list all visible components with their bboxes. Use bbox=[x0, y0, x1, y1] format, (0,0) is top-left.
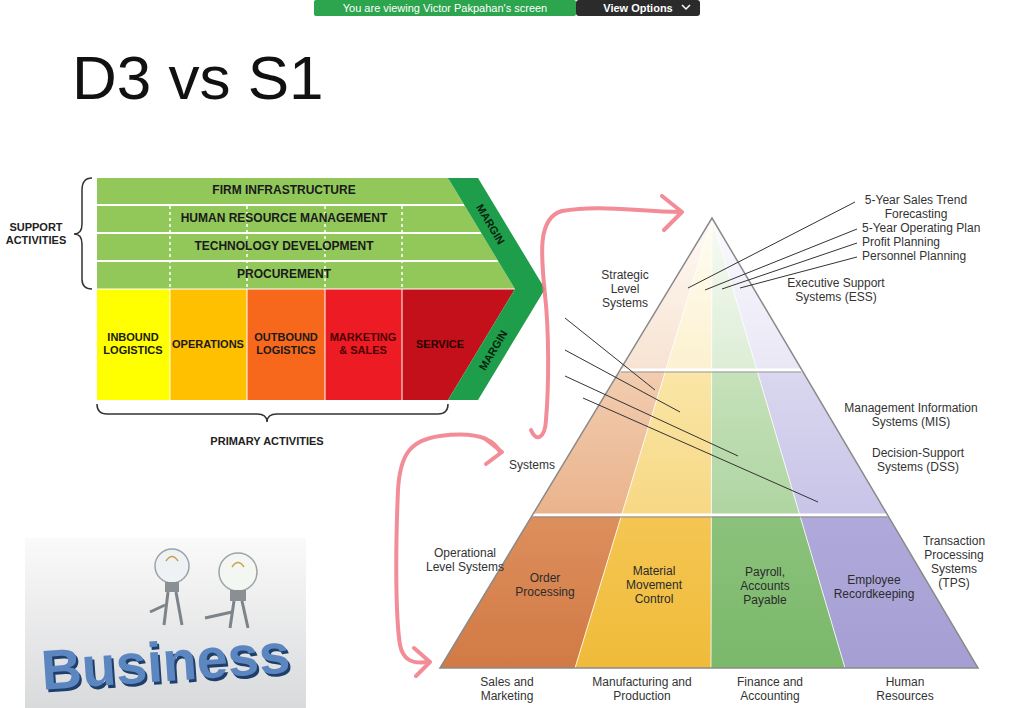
support-activity-band: PROCUREMENT bbox=[119, 268, 449, 282]
leader-lines bbox=[565, 202, 857, 502]
pyramid bbox=[440, 218, 978, 668]
node-text: SERVICE bbox=[409, 338, 471, 351]
margin-label: MARGIN bbox=[476, 328, 510, 373]
node-text: Employee Recordkeeping bbox=[826, 574, 922, 602]
pyramid-outline bbox=[440, 218, 978, 668]
pyramid-cell: Employee Recordkeeping bbox=[826, 574, 922, 602]
primary-fill bbox=[325, 289, 402, 400]
node-text: MARKETING & SALES bbox=[326, 331, 400, 356]
robot-limbs bbox=[150, 592, 182, 625]
support-activity-band: TECHNOLOGY DEVELOPMENT bbox=[119, 240, 449, 254]
bracket-label: SUPPORT ACTIVITIES bbox=[3, 221, 69, 246]
node-text: Payroll, Accounts Payable bbox=[724, 566, 806, 607]
pyramid-cell: Payroll, Accounts Payable bbox=[724, 566, 806, 607]
share-notice: You are viewing Victor Pakpahan's screen bbox=[343, 2, 548, 15]
function-label: Human Resources bbox=[865, 676, 945, 704]
bulb-base bbox=[165, 582, 179, 592]
node-text: TECHNOLOGY DEVELOPMENT bbox=[119, 240, 449, 254]
pyramid-cell: Order Processing bbox=[504, 572, 586, 600]
callout-text: 5-Year Operating Plan bbox=[862, 222, 980, 236]
bulb-base bbox=[230, 590, 246, 601]
function-label: Sales and Marketing bbox=[457, 676, 557, 704]
filament bbox=[166, 557, 244, 568]
business-picture bbox=[25, 538, 306, 708]
primary-activity-box: MARKETING & SALES bbox=[326, 331, 400, 356]
band-separator bbox=[97, 232, 482, 234]
callout-text: Personnel Planning bbox=[862, 250, 966, 264]
node-text: FIRM INFRASTRUCTURE bbox=[119, 184, 449, 198]
margin-label: MARGIN bbox=[473, 202, 507, 247]
margin-chevron bbox=[448, 178, 545, 400]
primary-activity-box: INBOUND LOGISTICS bbox=[98, 331, 168, 356]
callout-text: Profit Planning bbox=[862, 236, 940, 250]
level-label: Operational Level Systems bbox=[425, 547, 505, 575]
primary-fill bbox=[97, 289, 170, 400]
support-bracket bbox=[74, 178, 92, 289]
light-bulb bbox=[219, 553, 257, 591]
callout-text: 5-Year Sales Trend Forecasting bbox=[859, 194, 973, 222]
level-line bbox=[532, 514, 888, 517]
menu-button: View Options bbox=[603, 2, 672, 15]
band-separator bbox=[97, 204, 465, 206]
level-line bbox=[620, 369, 802, 372]
node-text: PROCUREMENT bbox=[119, 268, 449, 282]
node-text: OPERATIONS bbox=[171, 338, 246, 351]
function-label: Finance and Accounting bbox=[720, 676, 820, 704]
picture-ground bbox=[25, 538, 306, 708]
band-separator bbox=[97, 260, 499, 262]
share-bar bbox=[314, 0, 576, 16]
dropdown-chevron bbox=[682, 5, 690, 9]
system-label: Transaction Processing Systems (TPS) bbox=[919, 535, 989, 590]
slide-title: D3 vs S1 bbox=[72, 44, 324, 112]
primary-bracket bbox=[97, 404, 448, 422]
value-chain bbox=[97, 178, 545, 400]
light-bulb bbox=[155, 549, 189, 583]
level-label: Systems bbox=[509, 459, 555, 473]
primary-activity-box: SERVICE bbox=[409, 338, 471, 351]
bracket-label: PRIMARY ACTIVITIES bbox=[210, 435, 323, 448]
function-label: Manufacturing and Production bbox=[592, 676, 692, 704]
primary-fill bbox=[247, 289, 325, 400]
node-text: Material Movement Control bbox=[613, 565, 695, 606]
node-text: INBOUND LOGISTICS bbox=[98, 331, 168, 356]
node-text: HUMAN RESOURCE MANAGEMENT bbox=[119, 212, 449, 226]
support-activity-band: HUMAN RESOURCE MANAGEMENT bbox=[119, 212, 449, 226]
system-label: Executive Support Systems (ESS) bbox=[766, 277, 906, 305]
primary-activity-box: OUTBOUND LOGISTICS bbox=[249, 331, 323, 356]
node-text: MARGIN bbox=[473, 202, 507, 247]
picture-word: Business bbox=[39, 621, 292, 703]
level-line bbox=[621, 372, 801, 373]
system-label: Decision-Support Systems (DSS) bbox=[856, 447, 980, 475]
node-text: MARGIN bbox=[476, 328, 510, 373]
primary-fill bbox=[170, 289, 247, 400]
system-label: Management Information Systems (MIS) bbox=[831, 402, 991, 430]
options-bar bbox=[576, 0, 700, 16]
level-line bbox=[533, 517, 887, 518]
primary-separators bbox=[97, 289, 515, 400]
node-text: Order Processing bbox=[504, 572, 586, 600]
pyramid-sector bbox=[575, 218, 712, 668]
pyramid-cell: Material Movement Control bbox=[613, 565, 695, 606]
support-activity-band: FIRM INFRASTRUCTURE bbox=[119, 184, 449, 198]
node-text: OUTBOUND LOGISTICS bbox=[249, 331, 323, 356]
primary-activity-box: OPERATIONS bbox=[171, 338, 246, 351]
level-label: Strategic Level Systems bbox=[590, 269, 660, 310]
